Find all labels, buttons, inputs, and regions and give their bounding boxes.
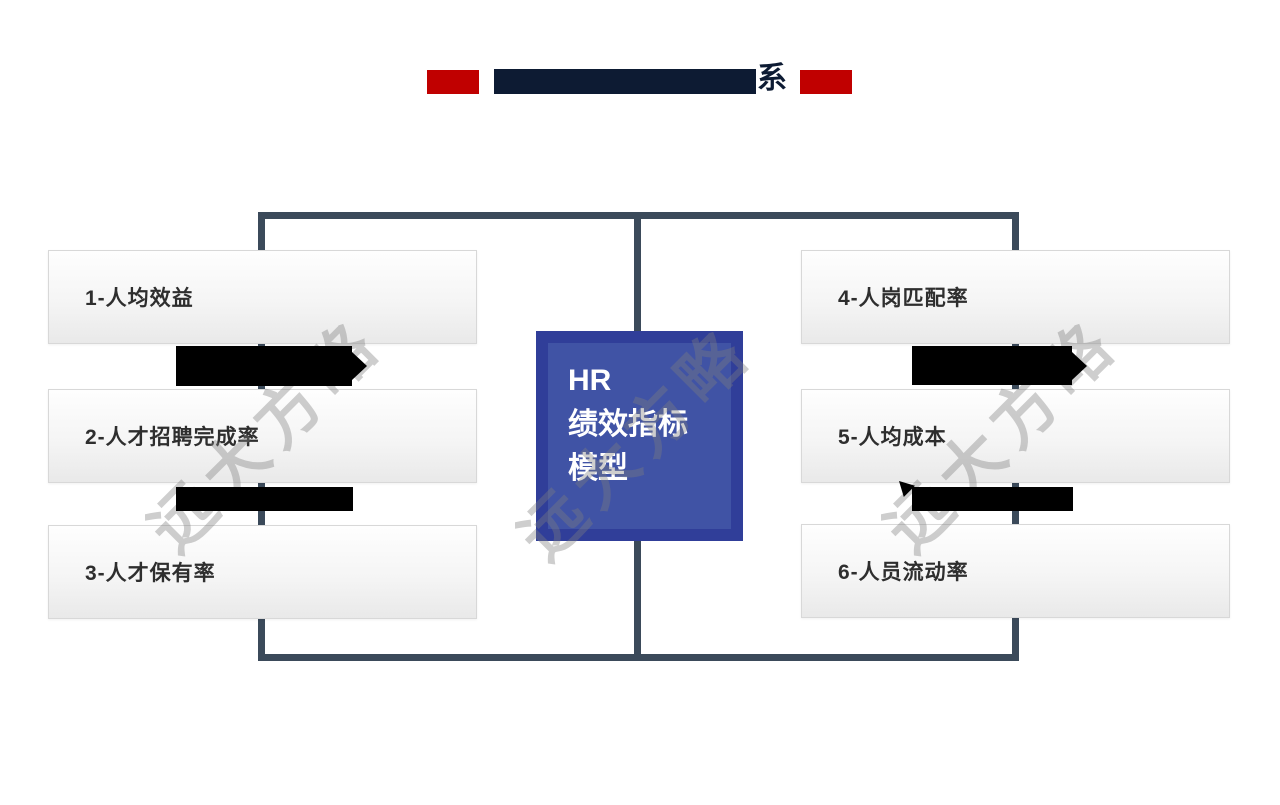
- indicator-box-1: 1-人均效益: [48, 250, 477, 344]
- hr-model-line-1: HR: [568, 364, 612, 397]
- indicator-box-6-label: 6-人员流动率: [838, 561, 969, 584]
- arrowhead-right-right-upper: [1072, 352, 1087, 380]
- title-accent-bar-left: [427, 70, 479, 94]
- indicator-box-3-label: 3-人才保有率: [85, 562, 216, 585]
- hr-model-box: HR 绩效指标 模型: [536, 331, 743, 541]
- connector-bottom-left-vertical: [258, 619, 265, 661]
- indicator-box-5: 5-人均成本: [801, 389, 1230, 483]
- indicator-box-6: 6-人员流动率: [801, 524, 1230, 618]
- title-accent-bar-right: [800, 70, 852, 94]
- indicator-box-4-label: 4-人岗匹配率: [838, 287, 969, 310]
- hr-model-line-3: 模型: [568, 452, 628, 485]
- redacted-bar-right-upper: [912, 346, 1072, 385]
- indicator-box-2: 2-人才招聘完成率: [48, 389, 477, 483]
- redacted-bar-right-lower: [912, 487, 1073, 511]
- hr-model-line-2: 绩效指标: [568, 408, 688, 441]
- connector-bottom-right-vertical: [1012, 617, 1019, 661]
- indicator-box-3: 3-人才保有率: [48, 525, 477, 619]
- redacted-bar-left-lower: [176, 487, 353, 511]
- indicator-box-4: 4-人岗匹配率: [801, 250, 1230, 344]
- indicator-box-1-label: 1-人均效益: [85, 287, 194, 310]
- connector-top-left-vertical: [258, 212, 265, 251]
- title-visible-suffix: 系: [757, 62, 787, 95]
- hr-model-box-inner: HR 绩效指标 模型: [548, 343, 731, 529]
- indicator-box-2-label: 2-人才招聘完成率: [85, 426, 260, 449]
- redacted-bar-left-upper: [176, 346, 352, 386]
- connector-top-right-vertical: [1012, 212, 1019, 251]
- connector-bottom-center-vertical: [634, 540, 641, 661]
- connector-top-center-vertical: [634, 212, 641, 332]
- title-redacted-bar: [494, 69, 756, 94]
- indicator-box-5-label: 5-人均成本: [838, 426, 947, 449]
- arrowhead-right-left-upper: [352, 352, 367, 380]
